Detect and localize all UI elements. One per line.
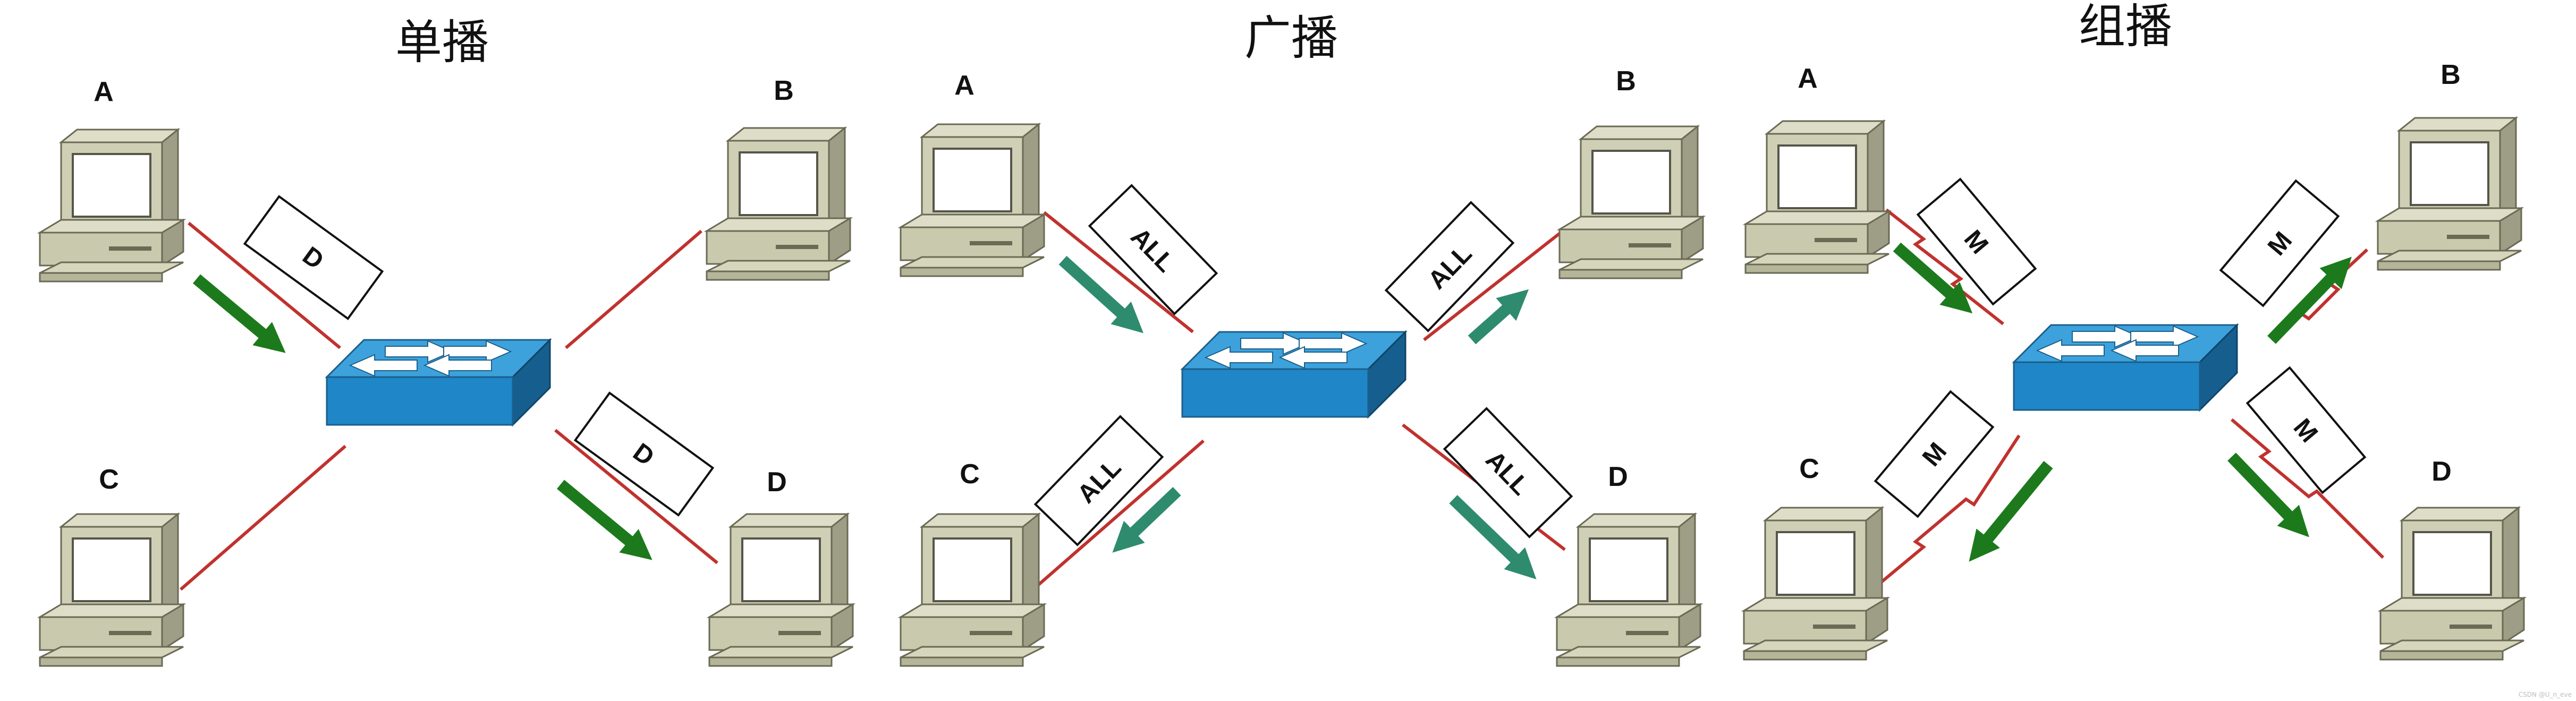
desktop-computer-icon bbox=[706, 127, 851, 281]
desktop-computer-icon bbox=[1744, 120, 1890, 274]
packet-box: ALL bbox=[1088, 184, 1218, 315]
packet-box: ALL bbox=[1384, 201, 1515, 332]
flow-arrow bbox=[1893, 242, 1973, 314]
flow-arrow bbox=[1969, 461, 2053, 562]
network-switch-icon bbox=[326, 339, 551, 426]
watermark-text: CSDN @U_n_eve bbox=[2519, 691, 2572, 698]
desktop-computer-icon bbox=[1743, 507, 1888, 661]
host-label-d: D bbox=[1608, 461, 1628, 492]
flow-arrow bbox=[1468, 289, 1529, 345]
packet-box: ALL bbox=[1033, 415, 1164, 546]
flow-arrow bbox=[2267, 257, 2352, 344]
flow-arrow bbox=[192, 274, 286, 353]
desktop-computer-icon bbox=[900, 123, 1045, 277]
panel-multicast: 组播 A B C D M M M M bbox=[1743, 0, 2525, 661]
desktop-computer-icon bbox=[900, 513, 1045, 667]
link-b bbox=[565, 229, 702, 349]
host-label-a: A bbox=[954, 70, 975, 101]
host-label-b: B bbox=[774, 75, 794, 106]
packet-box: D bbox=[573, 391, 715, 517]
host-label-d: D bbox=[2431, 456, 2452, 487]
link-a bbox=[188, 221, 341, 349]
link-b bbox=[1423, 221, 1574, 341]
packet-box: ALL bbox=[1443, 407, 1573, 538]
desktop-computer-icon bbox=[1558, 125, 1704, 279]
link-d bbox=[554, 429, 718, 565]
desktop-computer-icon bbox=[39, 129, 184, 283]
packet-box: M bbox=[1916, 177, 2037, 306]
host-label-d: D bbox=[767, 467, 787, 498]
flow-arrow bbox=[1112, 487, 1181, 553]
host-label-b: B bbox=[2441, 59, 2461, 90]
host-label-a: A bbox=[94, 76, 114, 107]
link-c bbox=[1875, 434, 2021, 588]
link-d bbox=[2231, 418, 2385, 559]
link-c bbox=[180, 444, 346, 591]
desktop-computer-icon bbox=[2379, 507, 2525, 661]
flow-arrow bbox=[2227, 452, 2309, 537]
desktop-computer-icon bbox=[39, 513, 184, 667]
panel-title: 单播 bbox=[395, 15, 489, 70]
packet-box: M bbox=[2219, 179, 2340, 307]
panel-unicast: 单播 A B C D D D bbox=[39, 15, 854, 667]
desktop-computer-icon bbox=[2377, 117, 2522, 271]
desktop-computer-icon bbox=[1556, 513, 1701, 667]
host-label-c: C bbox=[99, 464, 119, 495]
host-label-c: C bbox=[960, 459, 980, 490]
panel-title: 广播 bbox=[1244, 11, 1338, 65]
flow-arrow bbox=[1058, 255, 1143, 334]
packet-box: M bbox=[1874, 390, 1995, 518]
packet-box: M bbox=[2245, 366, 2367, 494]
desktop-computer-icon bbox=[708, 513, 854, 667]
panel-broadcast: 广播 A B C D ALL ALL ALL bbox=[900, 11, 1704, 667]
host-label-b: B bbox=[1616, 66, 1636, 97]
flow-arrow bbox=[556, 480, 653, 560]
host-label-a: A bbox=[1798, 63, 1818, 94]
network-switch-icon bbox=[2013, 324, 2238, 411]
flow-arrow bbox=[1449, 495, 1537, 579]
host-label-c: C bbox=[1799, 454, 1819, 484]
link-c bbox=[1035, 439, 1205, 588]
packet-box: D bbox=[243, 195, 384, 320]
network-switch-icon bbox=[1181, 331, 1406, 418]
link-a bbox=[1043, 211, 1194, 334]
panel-title: 组播 bbox=[2079, 0, 2172, 54]
